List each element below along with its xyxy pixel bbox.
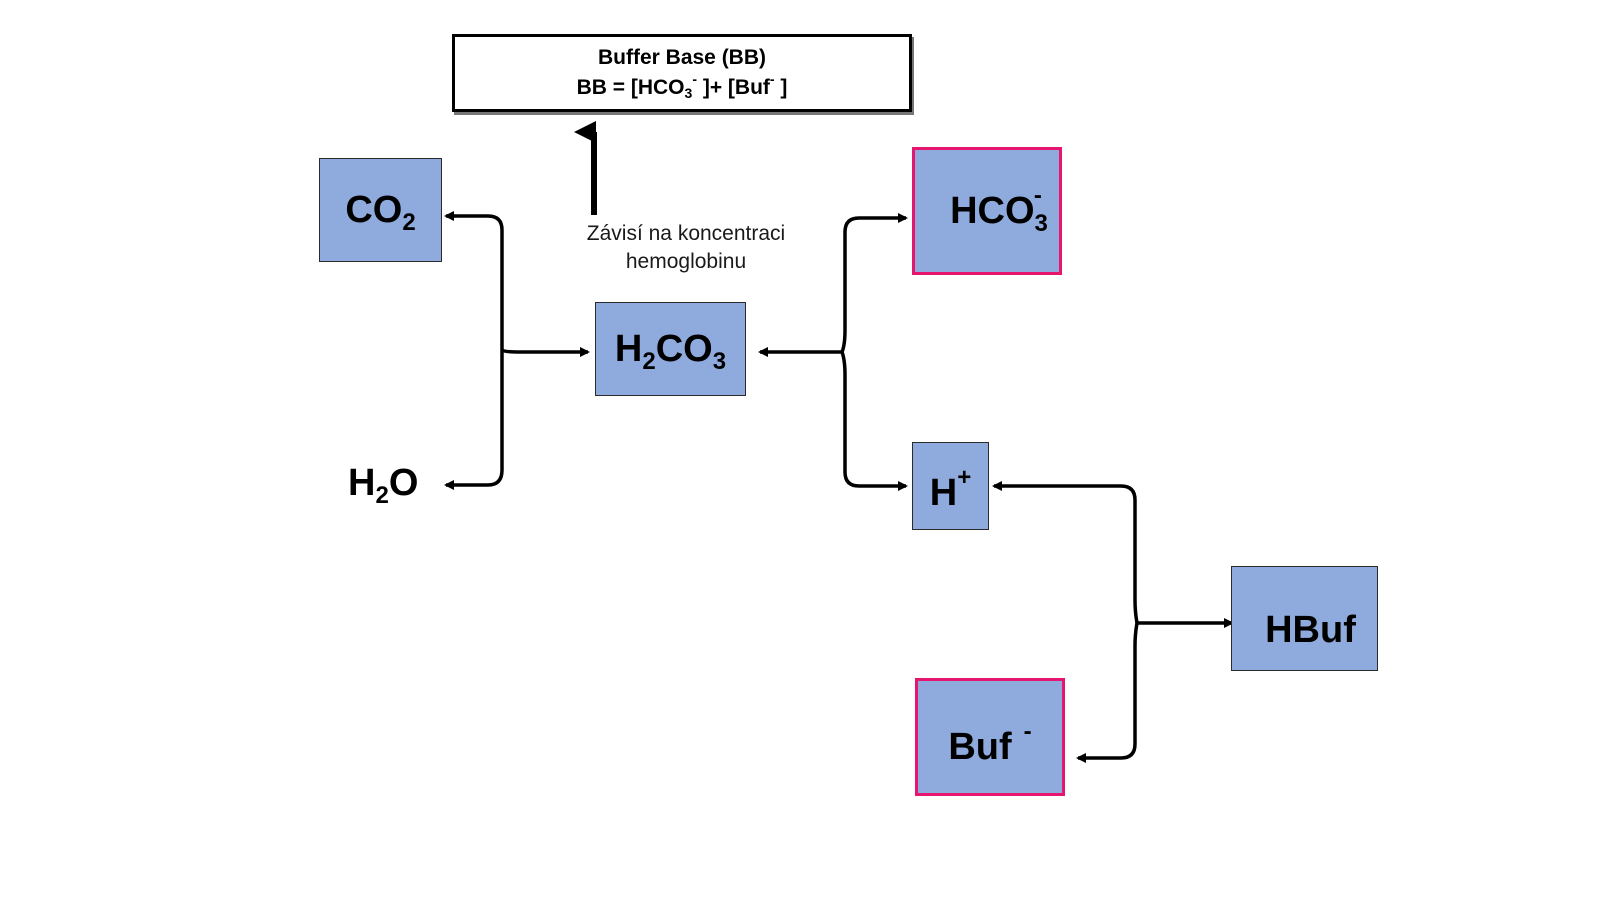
buf-label: Buf- bbox=[948, 718, 1032, 768]
hplus-label: H+ bbox=[929, 464, 972, 514]
buffer-base-equation: BB = [HCO3- ]+ [Buf- ] bbox=[576, 71, 788, 101]
arrow-to-hco3 bbox=[840, 213, 908, 353]
hco3-box: HCO3- bbox=[912, 147, 1062, 275]
buffer-base-box: Buffer Base (BB) BB = [HCO3- ]+ [Buf- ] bbox=[452, 34, 912, 112]
h2co3-box: H2CO3 bbox=[595, 302, 746, 396]
hplus-box: H+ bbox=[912, 442, 989, 530]
co2-label: CO2 bbox=[345, 189, 416, 236]
buffer-base-title: Buffer Base (BB) bbox=[597, 46, 767, 69]
arrow-back-to-hplus bbox=[992, 481, 1139, 624]
arrow-to-h2co3 bbox=[500, 347, 590, 357]
arrow-to-buf bbox=[1076, 622, 1139, 763]
h2co3-label: H2CO3 bbox=[614, 328, 727, 375]
co2-box: CO2 bbox=[319, 158, 442, 262]
arrow-to-h2o bbox=[444, 350, 504, 490]
buf-box: Buf- bbox=[915, 678, 1065, 796]
hbuf-box: HBuf bbox=[1231, 566, 1378, 671]
hco3-label: HCO3- bbox=[950, 182, 1048, 237]
hbuf-label: HBuf bbox=[1265, 608, 1356, 651]
arrow-to-hplus bbox=[840, 351, 908, 491]
hemoglobin-note: Závisí na koncentraci hemoglobinu bbox=[586, 222, 786, 273]
arrow-to-co2 bbox=[444, 211, 504, 350]
h2o-label: H2O bbox=[348, 462, 419, 509]
